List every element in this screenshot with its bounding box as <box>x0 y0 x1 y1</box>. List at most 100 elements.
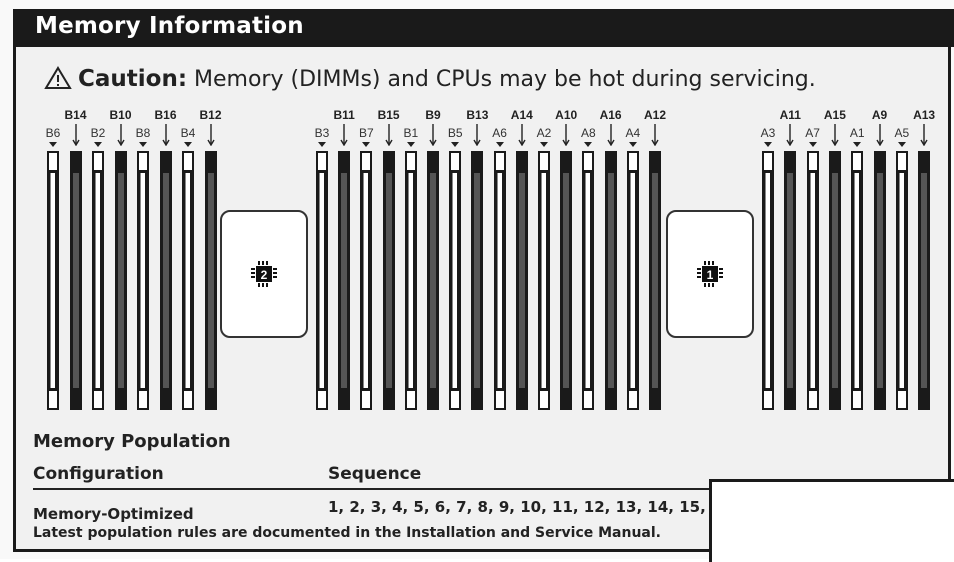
dimm-slot-b5 <box>449 151 462 410</box>
slot-label-b5: B5 <box>447 126 463 140</box>
down-arrow-icon <box>920 124 928 146</box>
slot-label-a9: A9 <box>871 108 888 122</box>
dimm-slot-a13 <box>918 151 931 410</box>
dimm-slot-b6 <box>47 151 59 410</box>
down-arrow-icon <box>651 124 659 146</box>
dimm-slot-a6 <box>493 151 506 410</box>
small-marker-icon <box>139 142 147 147</box>
small-marker-icon <box>406 142 415 147</box>
slot-label-b6: B6 <box>45 126 61 140</box>
dimm-slot-a5 <box>895 151 908 410</box>
slot-label-b8: B8 <box>135 126 151 140</box>
caution-text: Memory (DIMMs) and CPUs may be hot durin… <box>187 67 816 92</box>
down-arrow-icon <box>429 124 437 146</box>
header-bar: Memory Information <box>13 9 954 47</box>
down-arrow-icon <box>116 124 125 146</box>
small-marker-icon <box>897 142 906 147</box>
sequence-value: 1, 2, 3, 4, 5, 6, 7, 8, 9, 10, 11, 12, 1… <box>328 498 732 516</box>
slot-label-a13: A13 <box>913 108 936 122</box>
small-marker-icon <box>628 142 637 147</box>
slot-label-a16: A16 <box>599 108 622 122</box>
small-marker-icon <box>853 142 862 147</box>
dimm-slot-b2 <box>92 151 104 410</box>
dimm-slot-a8 <box>582 151 595 410</box>
cpu-1-socket: 1 <box>666 210 754 338</box>
dimm-slot-b7 <box>360 151 373 410</box>
slot-label-b13: B13 <box>466 108 489 122</box>
slot-label-a3: A3 <box>760 126 776 140</box>
slot-label-b9: B9 <box>425 108 441 122</box>
slot-label-b15: B15 <box>377 108 400 122</box>
slot-label-b12: B12 <box>199 108 222 122</box>
dimm-slot-b10 <box>114 151 127 410</box>
dimm-slot-a15 <box>828 151 841 410</box>
cpu-2-number: 2 <box>261 268 268 282</box>
dimm-slot-a7 <box>806 151 819 410</box>
table-rule <box>33 488 709 490</box>
slot-label-b3: B3 <box>314 126 330 140</box>
dimm-slot-b4 <box>182 151 194 410</box>
dimm-slot-a1 <box>851 151 864 410</box>
sequence-header: Sequence <box>328 464 422 484</box>
slot-label-a4: A4 <box>625 126 641 140</box>
dimm-slot-a12 <box>649 151 661 410</box>
small-marker-icon <box>808 142 817 147</box>
slot-label-b14: B14 <box>64 108 87 122</box>
slot-label-a8: A8 <box>581 126 596 140</box>
dimm-slot-a14 <box>515 151 528 410</box>
small-marker-icon <box>764 142 772 147</box>
dimm-slot-a3 <box>762 151 774 410</box>
dimm-slot-b12 <box>204 151 217 410</box>
slot-label-a12: A12 <box>643 108 666 122</box>
down-arrow-icon <box>786 124 794 146</box>
down-arrow-icon <box>71 124 80 146</box>
down-arrow-icon <box>340 124 348 146</box>
slot-label-b11: B11 <box>333 108 355 122</box>
slot-label-b1: B1 <box>403 126 419 140</box>
small-marker-icon <box>184 142 192 147</box>
cpu-chip-icon: 1 <box>697 261 723 287</box>
down-arrow-icon <box>606 124 615 146</box>
slot-label-b4: B4 <box>180 126 196 140</box>
dimm-slot-a2 <box>538 151 550 410</box>
down-arrow-icon <box>161 124 170 146</box>
small-marker-icon <box>451 142 460 147</box>
slot-label-a7: A7 <box>805 126 820 140</box>
caution-line: Caution: Memory (DIMMs) and CPUs may be … <box>44 66 816 96</box>
dimm-slot-a11 <box>784 151 797 410</box>
cpu-2-socket: 2 <box>220 210 308 338</box>
dimm-slot-b16 <box>159 151 172 410</box>
small-marker-icon <box>94 142 102 147</box>
slot-label-a2: A2 <box>536 126 552 140</box>
small-marker-icon <box>540 142 548 147</box>
slot-label-a1: A1 <box>849 126 865 140</box>
population-note: Latest population rules are documented i… <box>33 525 661 541</box>
dimm-slot-a4 <box>626 151 639 410</box>
dimm-slot-b13 <box>471 151 484 410</box>
small-marker-icon <box>584 142 593 147</box>
small-marker-icon <box>362 142 371 147</box>
slot-label-a5: A5 <box>894 126 910 140</box>
cpu-1-number: 1 <box>707 268 714 282</box>
slot-label-a15: A15 <box>823 108 846 122</box>
dimm-slot-a9 <box>873 151 886 410</box>
dimm-slot-b8 <box>137 151 149 410</box>
slot-label-b16: B16 <box>154 108 177 122</box>
down-arrow-icon <box>518 124 526 146</box>
dimm-slot-b9 <box>427 151 439 410</box>
down-arrow-icon <box>562 124 570 146</box>
down-arrow-icon <box>831 124 839 146</box>
down-arrow-icon <box>206 124 215 146</box>
dimm-slot-a10 <box>560 151 573 410</box>
blank-corner-box <box>709 479 954 562</box>
small-marker-icon <box>49 142 57 147</box>
dimm-slot-a16 <box>604 151 617 410</box>
population-title: Memory Population <box>33 431 231 452</box>
cpu-chip-icon: 2 <box>251 261 277 287</box>
down-arrow-icon <box>473 124 481 146</box>
small-marker-icon <box>318 142 326 147</box>
slot-label-a10: A10 <box>555 108 578 122</box>
dimm-slot-b1 <box>404 151 417 410</box>
slot-label-b10: B10 <box>109 108 132 122</box>
